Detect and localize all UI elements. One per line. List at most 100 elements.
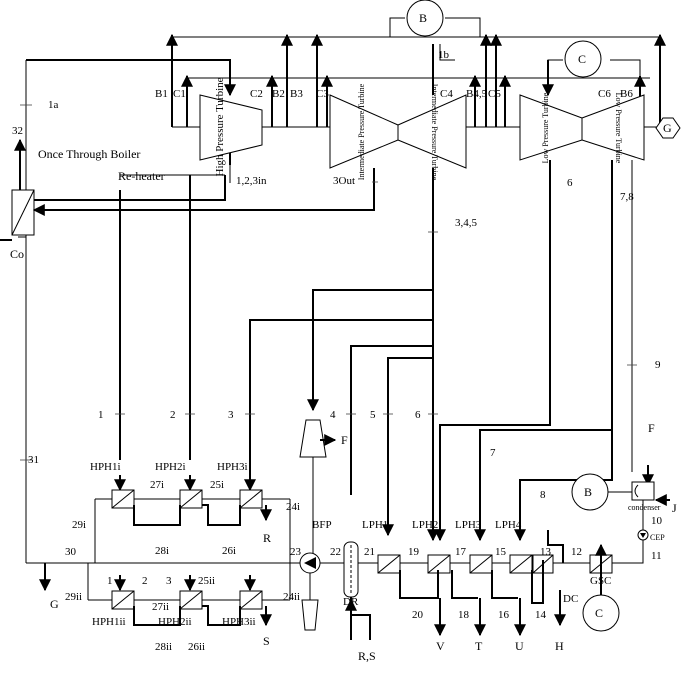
- lph-group: [377, 530, 613, 637]
- label-24ii: 24ii: [283, 591, 300, 603]
- co-heat-exchanger: [0, 138, 35, 241]
- label-rs: R,S: [358, 649, 376, 663]
- label-reheater: Re-heater: [118, 169, 165, 183]
- label-18: 18: [458, 609, 470, 621]
- label-24i: 24i: [286, 501, 300, 513]
- hph-top-group: [94, 489, 291, 563]
- label-3: 3: [228, 409, 234, 421]
- label-condenser: condenser: [628, 503, 661, 512]
- labels: B C G 1b 1a 32 Once Through Boiler Re-he…: [10, 11, 677, 663]
- label-31: 31: [28, 454, 39, 466]
- boiler-pipes: [18, 59, 236, 563]
- label-8: 8: [540, 489, 546, 501]
- label-345: 3,4,5: [455, 217, 478, 229]
- label-4: 4: [330, 409, 336, 421]
- label-j: J: [672, 501, 677, 515]
- label-s: S: [263, 634, 270, 648]
- reheater-lines: [32, 168, 375, 216]
- label-26i: 26i: [222, 545, 236, 557]
- label-bfp: BFP: [312, 519, 332, 531]
- label-3out: 3Out: [333, 175, 355, 187]
- label-ip-turbine-2: Intermediate Pressure Turbine: [430, 84, 439, 181]
- label-3-bottom: 3: [166, 575, 172, 587]
- label-cep: CEP: [650, 533, 665, 542]
- deaerator: [343, 541, 371, 640]
- label-v: V: [436, 639, 445, 653]
- label-c4: C4: [440, 88, 453, 100]
- label-once-through-boiler: Once Through Boiler: [38, 147, 140, 161]
- label-15: 15: [495, 546, 507, 558]
- hp-turbine: [199, 94, 263, 161]
- label-h: H: [555, 639, 564, 653]
- label-b6: B6: [620, 88, 633, 100]
- label-22: 22: [330, 546, 341, 558]
- label-f: F: [648, 421, 655, 435]
- label-14: 14: [535, 609, 547, 621]
- label-5: 5: [370, 409, 376, 421]
- label-hph3ii: HPH3ii: [222, 616, 256, 628]
- label-b3: B3: [290, 88, 303, 100]
- label-hph2i: HPH2i: [155, 461, 186, 473]
- label-1b: 1b: [438, 49, 450, 61]
- generator-b: [406, 0, 444, 37]
- label-lph4: LPH4: [495, 519, 522, 531]
- label-b1: B1: [155, 88, 168, 100]
- label-t: T: [475, 639, 483, 653]
- label-r: R: [263, 531, 271, 545]
- label-lph3: LPH3: [455, 519, 482, 531]
- label-hph3i: HPH3i: [217, 461, 248, 473]
- label-b2: B2: [272, 88, 285, 100]
- label-11: 11: [651, 550, 662, 562]
- label-g: G: [663, 121, 672, 135]
- label-29i: 29i: [72, 519, 86, 531]
- condenser-group: [571, 473, 670, 632]
- label-78: 7,8: [620, 191, 634, 203]
- label-29ii: 29ii: [65, 591, 82, 603]
- label-c2: C2: [250, 88, 263, 100]
- label-23: 23: [290, 546, 302, 558]
- label-21: 21: [364, 546, 375, 558]
- label-b: B: [419, 11, 427, 25]
- label-hph2ii: HPH2ii: [158, 616, 192, 628]
- label-lp-turbine-2: Low Pressure Turbine: [614, 93, 623, 164]
- tick-marks: [20, 104, 637, 461]
- label-c-pump: C: [595, 606, 603, 620]
- label-32: 32: [12, 125, 23, 137]
- label-lph1: LPH1: [362, 519, 388, 531]
- label-b-cond: B: [584, 485, 592, 499]
- bfp-pump: [299, 419, 337, 631]
- label-17: 17: [455, 546, 467, 558]
- label-27ii: 27ii: [152, 601, 169, 613]
- label-19: 19: [408, 546, 420, 558]
- label-12: 12: [571, 546, 582, 558]
- label-lph2: LPH2: [412, 519, 438, 531]
- label-hp-turbine: High Pressure Turbine: [214, 77, 226, 176]
- label-27i: 27i: [150, 479, 164, 491]
- label-c6: C6: [598, 88, 611, 100]
- label-28ii: 28ii: [155, 641, 172, 653]
- lp-turbine: [519, 94, 645, 161]
- label-1a: 1a: [48, 99, 59, 111]
- label-1: 1: [98, 409, 104, 421]
- turbine-extraction-lines: [114, 160, 654, 542]
- label-25ii: 25ii: [198, 575, 215, 587]
- label-co: Co: [10, 247, 24, 261]
- label-g-bottom: G: [50, 597, 59, 611]
- label-c1: C1: [173, 88, 186, 100]
- label-1-bottom: 1: [107, 575, 113, 587]
- label-u: U: [515, 639, 524, 653]
- generator-g: [655, 117, 681, 139]
- label-dr: DR: [343, 596, 359, 608]
- label-b45: B4,5: [466, 88, 488, 100]
- label-30: 30: [65, 546, 77, 558]
- label-c5: C5: [488, 88, 501, 100]
- label-13: 13: [540, 546, 552, 558]
- label-6: 6: [415, 409, 421, 421]
- label-7: 7: [490, 447, 496, 459]
- label-25i: 25i: [210, 479, 224, 491]
- label-c: C: [578, 52, 586, 66]
- label-c3: C3: [316, 88, 329, 100]
- label-20: 20: [412, 609, 424, 621]
